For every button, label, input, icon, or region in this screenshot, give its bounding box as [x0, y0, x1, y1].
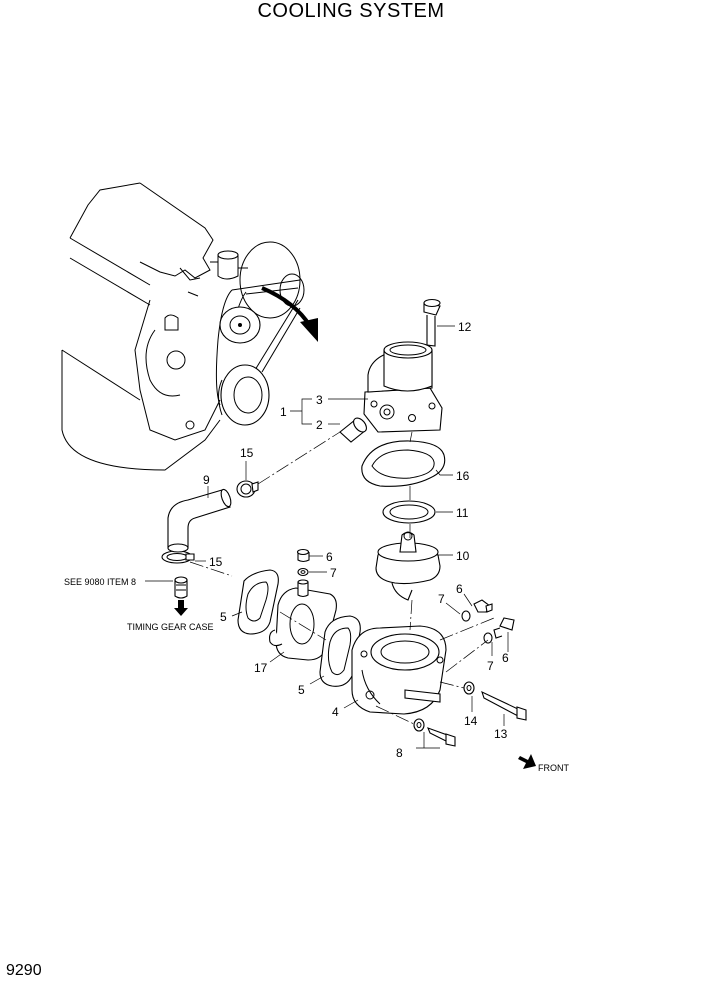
callout-9: 9: [203, 473, 210, 487]
callout-11: 11: [456, 506, 469, 520]
thermostat-part-10: [375, 531, 441, 601]
timing-gear-fitting: [174, 576, 188, 616]
bolt-part-8: [413, 718, 456, 747]
callout-16: 16: [456, 469, 470, 483]
page-number: 9290: [6, 962, 42, 979]
front-arrow-icon: [518, 754, 536, 769]
bolt-part-13: [481, 690, 527, 721]
callout-4: 4: [332, 705, 339, 719]
thermostat-cover-part-3: [363, 341, 443, 433]
callout-6-right-lower: 6: [502, 651, 509, 665]
plug-part-6-upper: [296, 548, 310, 563]
callout-6-upper-left: 6: [326, 550, 333, 564]
washer-part-7-upper: [297, 567, 309, 577]
page-title: COOLING SYSTEM: [257, 0, 445, 22]
washer-part-7-lower-right: [483, 632, 493, 644]
callout-1: 1: [280, 405, 287, 419]
washer-part-14: [463, 681, 475, 695]
leader-lines: [145, 325, 509, 749]
nipple-part-2: [339, 417, 367, 443]
callout-7-upper-left: 7: [330, 566, 337, 580]
callout-12: 12: [458, 320, 472, 334]
gasket-part-5-left: [237, 569, 279, 635]
callout-5-left: 5: [220, 610, 227, 624]
washer-part-7-upper-right: [461, 610, 471, 622]
callout-15-lower: 15: [209, 555, 223, 569]
bolt-part-6-upper-right: [473, 599, 493, 613]
callout-labels: 12 1 3 2 16 11 10 15 9 15 6 7 5 17 5 4 6…: [203, 320, 509, 760]
callout-2: 2: [316, 418, 323, 432]
front-label: FRONT: [538, 763, 569, 773]
callout-15-upper: 15: [240, 446, 254, 460]
engine-block: [61, 182, 318, 471]
callout-6-right-upper: 6: [456, 582, 463, 596]
callout-17: 17: [254, 661, 268, 675]
callout-14: 14: [464, 714, 478, 728]
gasket-part-16: [361, 440, 446, 487]
callout-3: 3: [316, 393, 323, 407]
hose-clamp-part-15-lower: [161, 550, 195, 564]
callout-10: 10: [456, 549, 470, 563]
hose-clamp-part-15-upper: [236, 480, 259, 498]
callout-7-right-upper: 7: [438, 592, 445, 606]
callout-5-right: 5: [298, 683, 305, 697]
hose-part-9: [167, 488, 232, 553]
bolt-part-6-lower-right: [493, 617, 515, 639]
callout-13: 13: [494, 727, 508, 741]
callout-7-right-lower: 7: [487, 659, 494, 673]
thermostat-housing-part-4: [351, 625, 447, 715]
bolt-part-12: [423, 298, 441, 347]
adapter-part-17: [269, 579, 337, 661]
callout-8: 8: [396, 746, 403, 760]
notes: SEE 9080 ITEM 8 TIMING GEAR CASE FRONT: [64, 577, 569, 773]
see-reference-note: SEE 9080 ITEM 8: [64, 577, 136, 587]
timing-gear-case-note: TIMING GEAR CASE: [127, 622, 214, 632]
o-ring-part-11: [382, 500, 436, 524]
